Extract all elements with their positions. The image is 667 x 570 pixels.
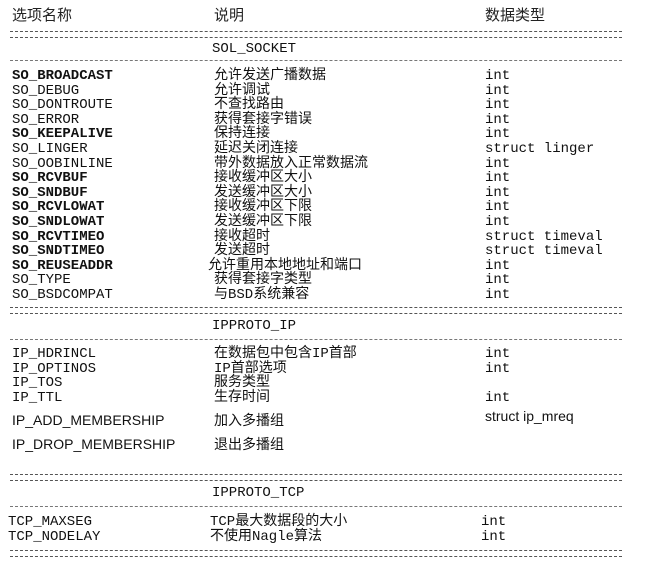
option-description: 服务类型 (214, 375, 270, 391)
option-name: IP_TTL (12, 390, 63, 406)
option-data-type: int (485, 214, 511, 230)
single-separator (10, 506, 622, 507)
option-name: IP_ADD_MEMBERSHIP (12, 412, 165, 428)
double-separator (10, 307, 622, 314)
option-data-type: int (481, 529, 507, 545)
option-name: SO_LINGER (12, 141, 88, 157)
option-data-type: int (485, 390, 511, 406)
option-data-type: int (485, 272, 511, 288)
option-name: TCP_NODELAY (8, 529, 101, 545)
option-data-type: int (485, 97, 511, 113)
option-data-type: int (485, 199, 511, 215)
option-name: SO_REUSEADDR (12, 258, 113, 274)
option-description: 发送缓冲区下限 (214, 214, 312, 230)
section-title: SOL_SOCKET (212, 41, 297, 57)
option-name: SO_SNDTIMEO (12, 243, 105, 259)
option-name: SO_RCVLOWAT (12, 199, 105, 215)
option-description: 允许发送广播数据 (214, 68, 326, 84)
option-data-type: int (485, 170, 511, 186)
option-description: 与BSD系统兼容 (214, 287, 310, 303)
option-description: 接收缓冲区大小 (214, 170, 312, 186)
option-description: 发送超时 (214, 243, 270, 259)
option-data-type: int (485, 156, 511, 172)
option-description: TCP最大数据段的大小 (210, 514, 348, 530)
option-description: 不使用Nagle算法 (210, 529, 323, 545)
option-description: 接收缓冲区下限 (214, 199, 312, 215)
option-name: SO_BROADCAST (12, 68, 113, 84)
option-data-type: int (485, 126, 511, 142)
option-description: 生存时间 (214, 390, 270, 406)
option-description: 延迟关闭连接 (214, 141, 298, 157)
option-name: SO_TYPE (12, 272, 71, 288)
option-description: 接收超时 (214, 229, 270, 245)
option-description: 带外数据放入正常数据流 (214, 156, 368, 172)
option-name: SO_SNDLOWAT (12, 214, 105, 230)
option-description: 保持连接 (214, 126, 270, 142)
option-description: IP首部选项 (214, 361, 287, 377)
option-name: SO_OOBINLINE (12, 156, 113, 172)
double-separator (10, 31, 622, 38)
option-description: 获得套接字类型 (214, 272, 312, 288)
single-separator (10, 60, 622, 61)
option-name: IP_HDRINCL (12, 346, 97, 362)
option-name: IP_DROP_MEMBERSHIP (12, 436, 176, 452)
option-description: 发送缓冲区大小 (214, 185, 312, 201)
option-data-type: int (485, 112, 511, 128)
option-description: 允许重用本地地址和端口 (208, 258, 362, 274)
option-data-type: int (485, 346, 511, 362)
option-data-type: int (485, 83, 511, 99)
option-data-type: struct timeval (485, 243, 603, 259)
option-description: 在数据包中包含IP首部 (214, 346, 357, 362)
single-separator (10, 339, 622, 340)
section-title: IPPROTO_IP (212, 318, 297, 334)
header-option-name: 选项名称 (12, 6, 73, 24)
option-data-type: struct ip_mreq (485, 408, 574, 424)
option-data-type: int (485, 361, 511, 377)
option-data-type: int (481, 514, 507, 530)
option-description: 允许调试 (214, 83, 270, 99)
option-name: SO_ERROR (12, 112, 80, 128)
double-separator (10, 474, 622, 481)
option-name: SO_BSDCOMPAT (12, 287, 113, 303)
option-name: SO_RCVBUF (12, 170, 88, 186)
option-data-type: struct timeval (485, 229, 603, 245)
option-description: 不查找路由 (214, 97, 284, 113)
option-data-type: int (485, 185, 511, 201)
option-name: SO_DEBUG (12, 83, 80, 99)
double-separator (10, 550, 622, 557)
option-name: SO_KEEPALIVE (12, 126, 113, 142)
header-description: 说明 (214, 6, 245, 24)
option-name: SO_RCVTIMEO (12, 229, 105, 245)
option-name: SO_DONTROUTE (12, 97, 113, 113)
option-name: IP_OPTINOS (12, 361, 97, 377)
option-data-type: int (485, 258, 511, 274)
option-name: IP_TOS (12, 375, 63, 391)
header-data-type: 数据类型 (485, 6, 546, 24)
section-title: IPPROTO_TCP (212, 485, 305, 501)
option-data-type: int (485, 68, 511, 84)
option-description: 退出多播组 (214, 436, 284, 452)
option-data-type: struct linger (485, 141, 595, 157)
option-description: 加入多播组 (214, 412, 284, 428)
option-description: 获得套接字错误 (214, 112, 312, 128)
option-name: SO_SNDBUF (12, 185, 88, 201)
option-name: TCP_MAXSEG (8, 514, 93, 530)
option-data-type: int (485, 287, 511, 303)
